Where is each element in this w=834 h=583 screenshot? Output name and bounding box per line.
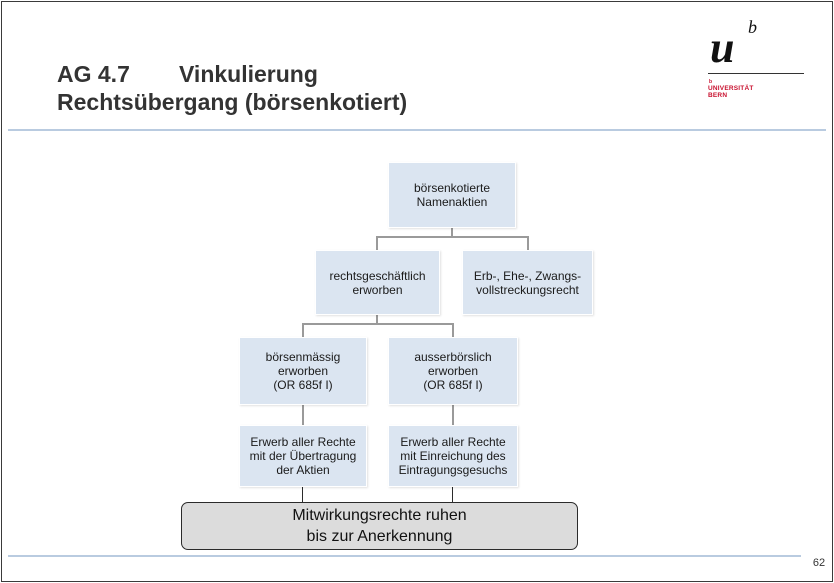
connector-ab-ea2 bbox=[452, 405, 454, 425]
node-erwerb-uebertragung: Erwerb aller Rechte mit der Übertragung … bbox=[239, 425, 367, 487]
connector-to-ab bbox=[452, 323, 454, 337]
logo-u-mark: u bbox=[710, 23, 735, 72]
connector-ea2-result bbox=[452, 487, 453, 502]
connector-to-bm bbox=[302, 323, 304, 337]
connector-level2-bar bbox=[302, 323, 454, 325]
header-rule bbox=[8, 129, 826, 131]
node-rechtsgeschaeftlich-erworben: rechtsgeschäftlich erworben bbox=[315, 250, 440, 315]
result-mitwirkungsrechte-ruhen: Mitwirkungsrechte ruhen bis zur Anerkenn… bbox=[181, 502, 578, 550]
logo-small-b: b bbox=[709, 79, 713, 85]
title-number: AG 4.7 bbox=[57, 61, 130, 87]
node-erb-ehe-zwangsvollstreckung: Erb-, Ehe-, Zwangs- vollstreckungsrecht bbox=[462, 250, 593, 315]
connector-bm-ea1 bbox=[302, 405, 304, 425]
university-logo: u b b UNIVERSITÄT BERN bbox=[708, 18, 808, 118]
logo-divider bbox=[708, 73, 804, 74]
title-line-2: Rechtsübergang (börsenkotiert) bbox=[57, 89, 408, 115]
node-ausserboerslich-erworben: ausserbörslich erworben (OR 685f I) bbox=[388, 337, 518, 405]
title-topic: Vinkulierung bbox=[179, 61, 318, 87]
connector-to-rg bbox=[376, 236, 378, 250]
logo-university-text: UNIVERSITÄT bbox=[708, 85, 754, 92]
node-erwerb-eintragungsgesuch: Erwerb aller Rechte mit Einreichung des … bbox=[388, 425, 518, 487]
logo-city-text: BERN bbox=[708, 92, 728, 99]
slide-title: AG 4.7 Vinkulierung Rechtsübergang (börse… bbox=[57, 60, 407, 116]
logo-b-superscript: b bbox=[748, 17, 757, 37]
connector-root-down bbox=[451, 228, 453, 237]
node-boersenkotierte-namenaktien: börsenkotierte Namenaktien bbox=[388, 162, 516, 228]
connector-rg-down bbox=[376, 315, 378, 324]
page-number: 62 bbox=[812, 557, 826, 569]
footer-rule bbox=[8, 555, 801, 557]
connector-ea1-result bbox=[302, 487, 303, 502]
node-boersenmaessig-erworben: börsenmässig erworben (OR 685f I) bbox=[239, 337, 367, 405]
title-line-1: AG 4.7 Vinkulierung bbox=[57, 60, 407, 88]
connector-level1-bar bbox=[376, 236, 529, 238]
connector-to-erb bbox=[527, 236, 529, 250]
